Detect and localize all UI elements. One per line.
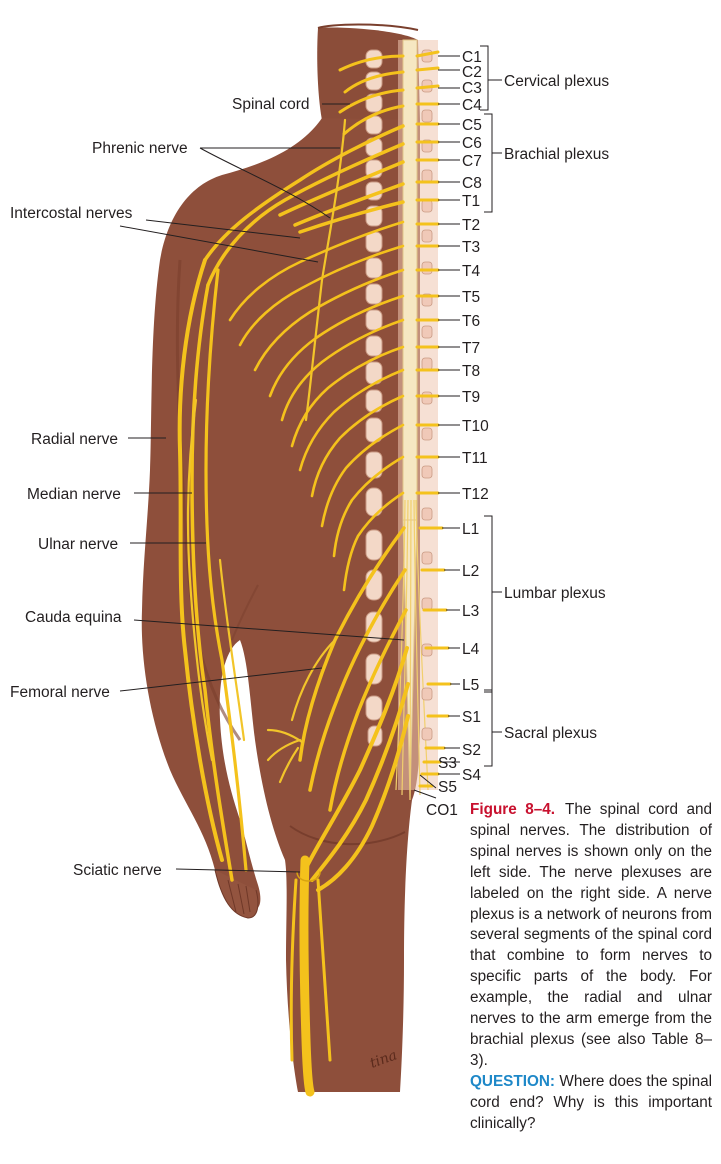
label-ulnar-nerve: Ulnar nerve — [38, 536, 118, 553]
segment-t3: T3 — [462, 239, 480, 256]
segment-t11: T11 — [462, 450, 488, 467]
label-lumbar-plexus: Lumbar plexus — [504, 585, 606, 602]
segment-t2: T2 — [462, 217, 480, 234]
segment-t7: T7 — [462, 340, 480, 357]
segment-s2: S2 — [462, 742, 481, 759]
label-intercostal-nerves: Intercostal nerves — [10, 205, 133, 222]
label-femoral-nerve: Femoral nerve — [10, 684, 110, 701]
plexus-labels: Cervical plexus Brachial plexus Lumbar p… — [504, 73, 609, 742]
segment-c4: C4 — [462, 97, 482, 114]
segment-t6: T6 — [462, 313, 480, 330]
segment-c8: C8 — [462, 175, 482, 192]
body-silhouette — [141, 23, 420, 1092]
left-labels: Spinal cord Phrenic nerve Intercostal ne… — [10, 96, 310, 879]
segment-co1: CO1 — [426, 802, 458, 819]
question-text: Where does the spinal cord end? Why is t… — [470, 1072, 712, 1132]
segment-s4: S4 — [462, 767, 481, 784]
caption-body: Figure 8–4.The spinal cord and spinal ne… — [470, 800, 712, 1072]
figure-label: Figure 8–4. — [470, 801, 555, 818]
caption-text: The spinal cord and spinal nerves. The d… — [470, 801, 712, 1069]
label-cervical-plexus: Cervical plexus — [504, 73, 609, 90]
segment-t12: T12 — [462, 486, 489, 503]
segment-s3: S3 — [438, 755, 457, 772]
segment-c1: C1 — [462, 49, 482, 66]
peripheral-nerves — [177, 54, 410, 1097]
segment-s5: S5 — [438, 779, 457, 796]
label-sciatic-nerve: Sciatic nerve — [73, 862, 162, 879]
segment-t4: T4 — [462, 263, 480, 280]
segment-t9: T9 — [462, 389, 480, 406]
question-paragraph: QUESTION: Where does the spinal cord end… — [470, 1072, 712, 1135]
segment-t8: T8 — [462, 363, 480, 380]
segment-c5: C5 — [462, 117, 482, 134]
segment-l4: L4 — [462, 641, 480, 658]
segment-c6: C6 — [462, 135, 482, 152]
spinal-column — [365, 39, 452, 801]
label-sacral-plexus: Sacral plexus — [504, 725, 597, 742]
segment-labels: C1 C2 C3 C4 C5 C6 C7 C8 T1 T2 T3 T4 T5 T… — [426, 49, 489, 819]
leader-lines — [119, 45, 502, 873]
label-median-nerve: Median nerve — [27, 486, 121, 503]
segment-l5: L5 — [462, 677, 479, 694]
label-phrenic-nerve: Phrenic nerve — [92, 140, 188, 157]
label-brachial-plexus: Brachial plexus — [504, 146, 609, 163]
segment-t5: T5 — [462, 289, 480, 306]
label-radial-nerve: Radial nerve — [31, 431, 118, 448]
segment-t10: T10 — [462, 418, 489, 435]
segment-l1: L1 — [462, 521, 479, 538]
label-cauda-equina: Cauda equina — [25, 609, 122, 626]
segment-l2: L2 — [462, 563, 479, 580]
figure-caption: Figure 8–4.The spinal cord and spinal ne… — [470, 800, 712, 1135]
segment-l3: L3 — [462, 603, 479, 620]
segment-t1: T1 — [462, 193, 480, 210]
segment-c2: C2 — [462, 64, 482, 81]
segment-s1: S1 — [462, 709, 481, 726]
segment-c3: C3 — [462, 80, 482, 97]
label-spinal-cord: Spinal cord — [232, 96, 310, 113]
segment-c7: C7 — [462, 153, 482, 170]
question-label: QUESTION: — [470, 1072, 555, 1090]
